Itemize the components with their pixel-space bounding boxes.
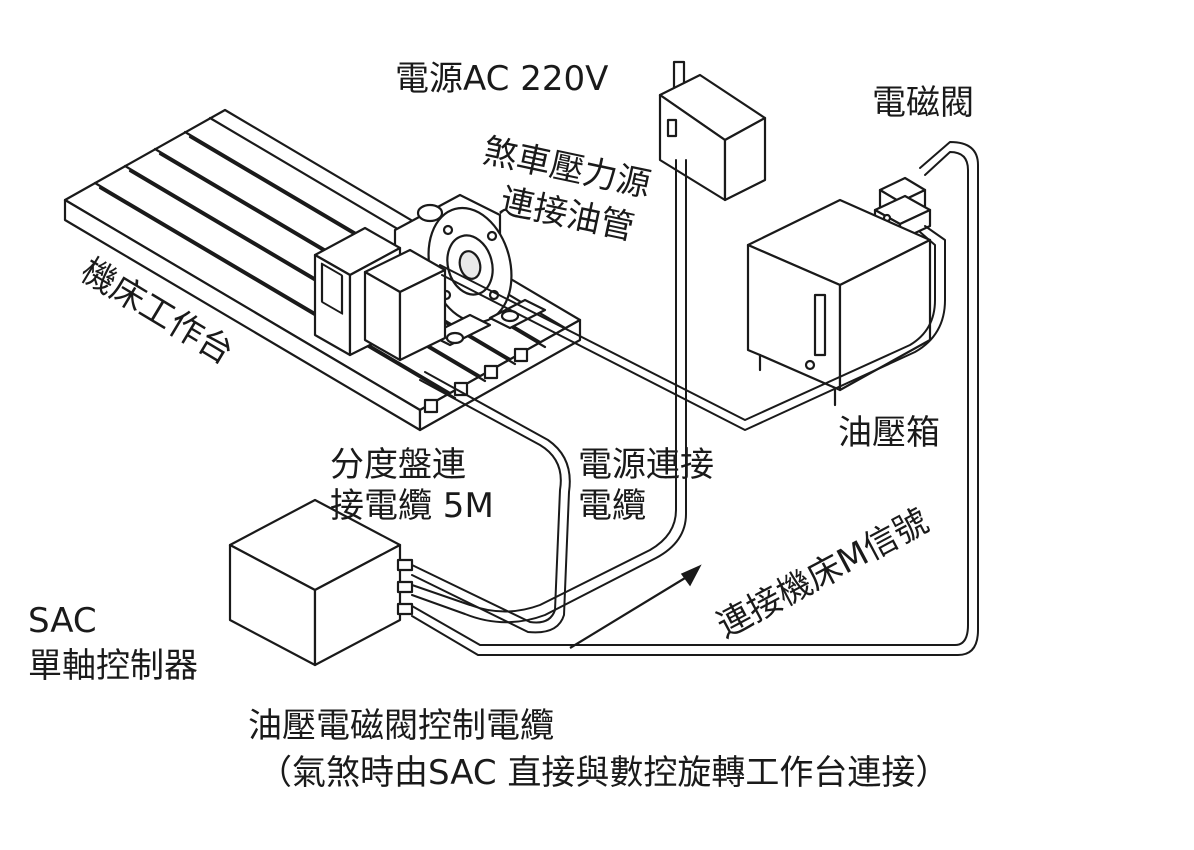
rotary-table: [313, 193, 547, 362]
hydraulic-tank: [746, 198, 932, 407]
power-box: [658, 60, 767, 202]
label-solenoid-valve: 電磁閥: [872, 83, 974, 123]
label-valve-cable: 油壓電磁閥控制電纜: [248, 706, 554, 746]
label-valve-cable-note: （氣煞時由SAC 直接與數控旋轉工作台連接）: [258, 753, 950, 793]
label-sac-controller: 單軸控制器: [28, 646, 198, 686]
sac-controller-box: [228, 498, 414, 667]
label-indexer-cable-line1: 分度盤連: [330, 445, 466, 485]
label-power-cable-line2: 電纜: [578, 486, 646, 526]
label-power-cable-line1: 電源連接: [578, 445, 714, 485]
label-power-ac: 電源AC 220V: [395, 59, 609, 99]
cables: [411, 141, 979, 656]
m-signal-arrow: [569, 564, 702, 649]
label-hydraulic-box: 油壓箱: [838, 413, 940, 453]
label-sac: SAC: [28, 601, 97, 641]
label-indexer-cable-line2: 接電纜 5M: [330, 486, 494, 526]
